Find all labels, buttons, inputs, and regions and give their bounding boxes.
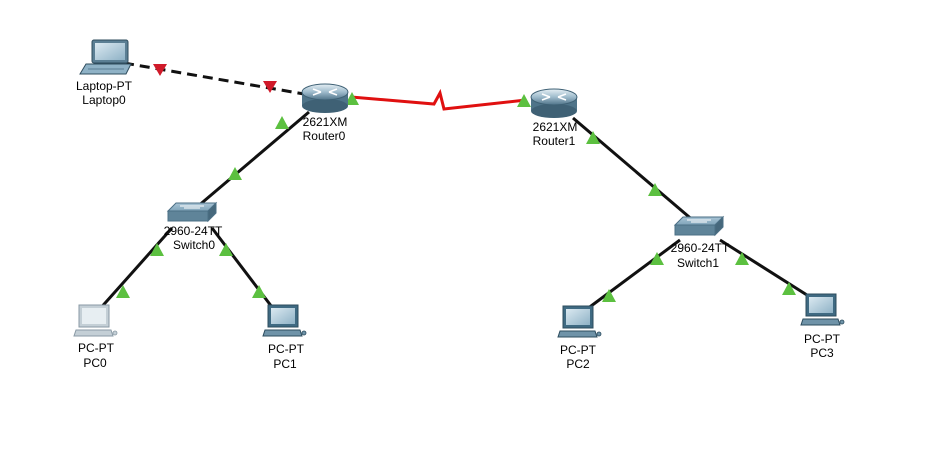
- device-model-label: PC-PT: [560, 343, 597, 357]
- link-status-layer: [116, 64, 796, 302]
- router-icon: [301, 83, 349, 113]
- link-up-indicator: [735, 252, 749, 265]
- switch-icon: [166, 201, 218, 223]
- device-pc1[interactable]: PC-PT PC1: [262, 304, 307, 371]
- link-switch0-pc1[interactable]: [210, 227, 277, 312]
- link-switch1-pc3[interactable]: [719, 238, 819, 304]
- device-router1[interactable]: 2621XM Router1: [530, 88, 578, 148]
- device-name-label: PC2: [566, 357, 590, 371]
- link-up-indicator: [517, 94, 531, 107]
- router-icon: [530, 88, 578, 118]
- device-model-label: 2960-24TT: [671, 241, 730, 255]
- link-laptop0-router0[interactable]: [123, 61, 305, 96]
- links-layer: [96, 61, 819, 314]
- device-name-label: Router0: [303, 129, 346, 143]
- switch-icon: [673, 215, 725, 237]
- pc-icon: [262, 304, 307, 337]
- link-down-indicator: [263, 81, 277, 93]
- pc-icon: [557, 305, 602, 338]
- link-up-indicator: [648, 183, 662, 196]
- pc-icon: [73, 304, 118, 337]
- device-name-label: PC3: [810, 346, 834, 360]
- device-model-label: 2621XM: [303, 115, 348, 129]
- device-switch0[interactable]: 2960-24TT Switch0: [164, 201, 223, 252]
- device-pc0[interactable]: PC-PT PC0: [73, 304, 118, 370]
- device-switch1[interactable]: 2960-24TT Switch1: [671, 215, 730, 270]
- device-name-label: Router1: [533, 134, 576, 148]
- device-pc2[interactable]: PC-PT PC2: [557, 305, 602, 371]
- link-up-indicator: [586, 131, 600, 144]
- link-up-indicator: [782, 282, 796, 295]
- device-name-label: Laptop0: [82, 93, 126, 107]
- device-name-label: Switch1: [677, 256, 719, 270]
- device-model-label: PC-PT: [78, 341, 115, 355]
- link-up-indicator: [150, 243, 164, 256]
- device-model-label: PC-PT: [268, 342, 305, 356]
- link-up-indicator: [650, 252, 664, 265]
- link-up-indicator: [252, 285, 266, 298]
- link-router0-router1[interactable]: [350, 88, 527, 111]
- link-up-indicator: [228, 167, 242, 180]
- pc-icon: [800, 293, 845, 326]
- link-router1-switch1[interactable]: [572, 116, 696, 224]
- device-model-label: 2621XM: [533, 120, 578, 134]
- device-laptop0[interactable]: Laptop-PT Laptop0: [76, 39, 133, 107]
- laptop-icon: [79, 39, 132, 75]
- link-up-indicator: [602, 289, 616, 302]
- link-switch0-pc0[interactable]: [96, 227, 174, 312]
- link-switch1-pc2[interactable]: [582, 238, 681, 314]
- device-name-label: PC0: [83, 356, 107, 370]
- link-up-indicator: [219, 243, 233, 256]
- link-up-indicator: [116, 285, 130, 298]
- link-up-indicator: [345, 92, 359, 105]
- device-pc3[interactable]: PC-PT PC3: [800, 293, 845, 360]
- device-model-label: 2960-24TT: [164, 224, 223, 238]
- device-router0[interactable]: 2621XM Router0: [301, 83, 349, 143]
- link-down-indicator: [153, 64, 167, 76]
- device-model-label: Laptop-PT: [76, 79, 133, 93]
- device-model-label: PC-PT: [804, 332, 841, 346]
- link-router0-switch0[interactable]: [196, 110, 310, 209]
- device-name-label: PC1: [273, 357, 297, 371]
- device-name-label: Switch0: [173, 238, 215, 252]
- link-up-indicator: [275, 116, 289, 129]
